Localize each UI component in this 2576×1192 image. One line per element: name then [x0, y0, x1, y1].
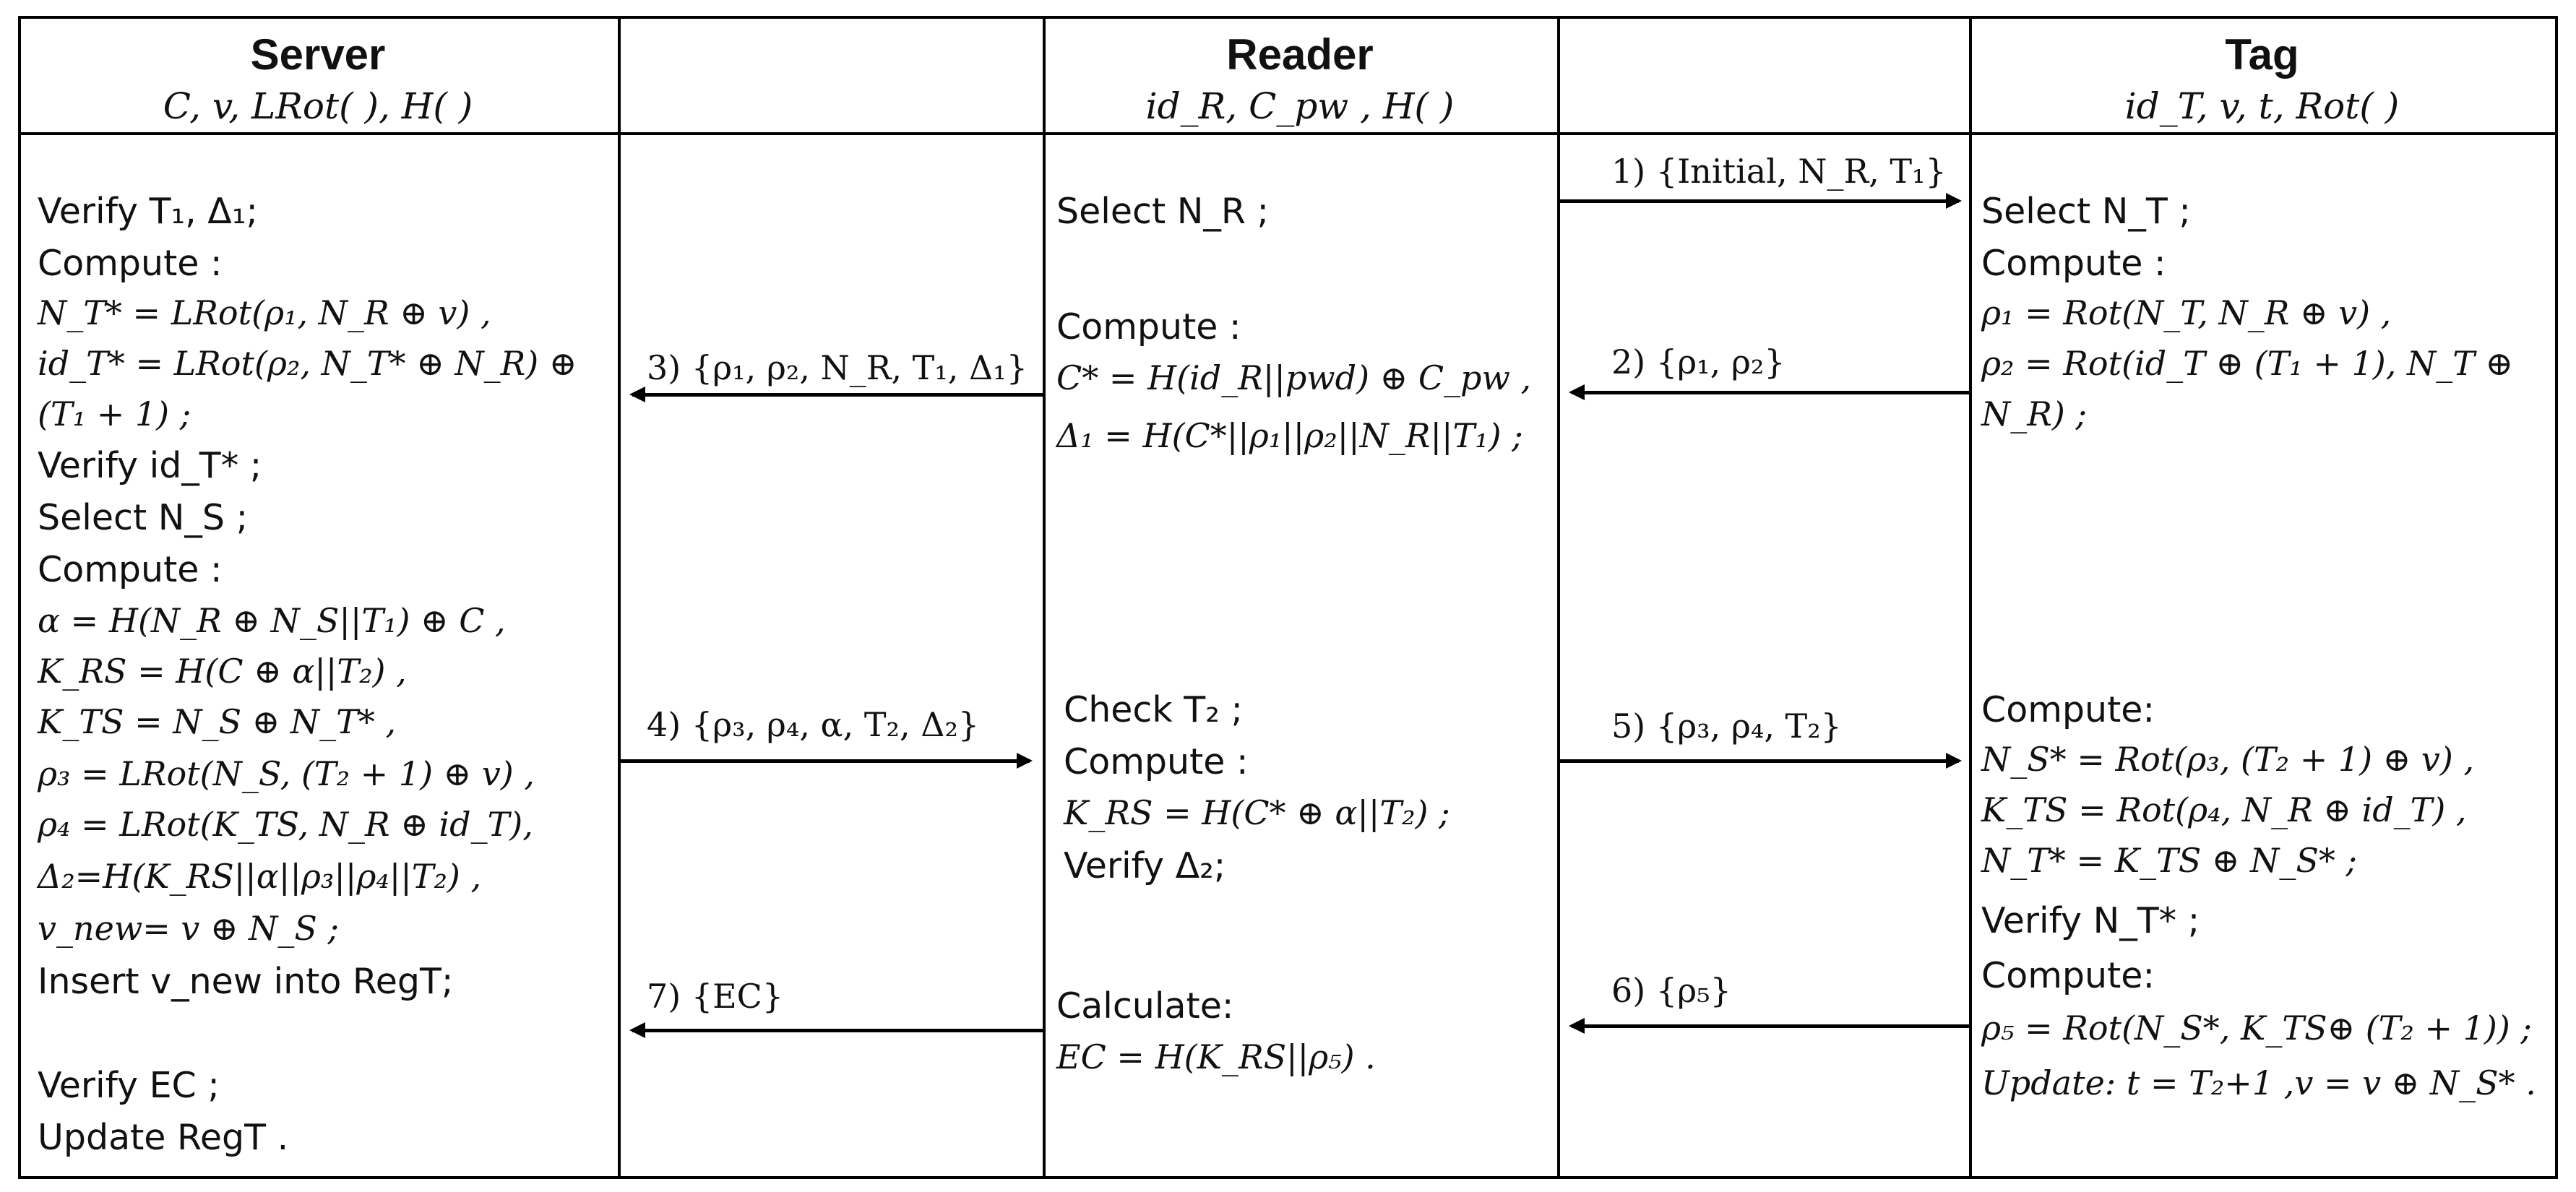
- server-line: Update RegT .: [38, 1117, 289, 1158]
- column-divider-1: [618, 16, 621, 1179]
- right-border: [2555, 16, 2558, 1179]
- server-line: v_new= v ⊕ N_S ;: [38, 909, 340, 948]
- bottom-border: [18, 1176, 2558, 1179]
- message-7-label: 7) {EC}: [647, 977, 784, 1016]
- tag-line: N_R) ;: [1981, 394, 2087, 433]
- top-border: [18, 16, 2558, 19]
- tag-line: ρ₅ = Rot(N_S*, K_TS⊕ (T₂ + 1)) ;: [1981, 1009, 2532, 1048]
- column-divider-4: [1969, 16, 1972, 1179]
- message-5-arrow: [1560, 753, 1962, 769]
- tag-line: ρ₂ = Rot(id_T ⊕ (T₁ + 1), N_T ⊕: [1981, 344, 2514, 383]
- reader-line: Select N_R ;: [1056, 191, 1270, 232]
- server-line: Compute :: [38, 243, 223, 284]
- reader-line: K_RS = H(C* ⊕ α||T₂) ;: [1064, 793, 1450, 832]
- server-line: K_RS = H(C ⊕ α||T₂) ,: [38, 652, 407, 691]
- server-line: Verify EC ;: [38, 1065, 220, 1106]
- tag-header-params: id_T, v, t, Rot( ): [2124, 85, 2400, 127]
- left-border: [18, 16, 21, 1179]
- server-line: α = H(N_R ⊕ N_S||T₁) ⊕ C ,: [38, 601, 506, 640]
- reader-header-params: id_R, C_pw , H( ): [1145, 85, 1455, 127]
- reader-line: Compute :: [1064, 741, 1249, 782]
- tag-line: Update: t = T₂+1 ,v = v ⊕ N_S* .: [1981, 1063, 2536, 1102]
- server-line: ρ₃ = LRot(N_S, (T₂ + 1) ⊕ v) ,: [38, 754, 535, 793]
- tag-line: Compute :: [1981, 243, 2166, 284]
- tag-line: Compute:: [1981, 955, 2155, 996]
- server-line: (T₁ + 1) ;: [38, 394, 191, 433]
- tag-line: Compute:: [1981, 689, 2155, 730]
- tag-line: ρ₁ = Rot(N_T, N_R ⊕ v) ,: [1981, 293, 2392, 332]
- message-6-label: 6) {ρ₅}: [1611, 971, 1731, 1010]
- reader-line: EC = H(K_RS||ρ₅) .: [1056, 1037, 1376, 1076]
- server-line: K_TS = N_S ⊕ N_T* ,: [38, 702, 397, 741]
- tag-header-title: Tag: [2225, 30, 2299, 79]
- reader-line: Compute :: [1056, 306, 1241, 347]
- reader-line: Verify Δ₂;: [1064, 845, 1226, 886]
- server-line: Select N_S ;: [38, 497, 249, 538]
- message-4-label: 4) {ρ₃, ρ₄, α, T₂, Δ₂}: [647, 705, 980, 744]
- server-header-title: Server: [250, 30, 386, 79]
- message-7-arrow: [629, 1022, 1043, 1038]
- message-2-arrow: [1569, 384, 1969, 400]
- server-line: Verify id_T* ;: [38, 445, 262, 486]
- tag-line: Select N_T ;: [1981, 191, 2191, 232]
- message-1-arrow: [1560, 193, 1962, 209]
- column-divider-3: [1557, 16, 1560, 1179]
- message-3-arrow: [629, 386, 1043, 402]
- tag-line: Verify N_T* ;: [1981, 900, 2200, 941]
- message-4-arrow: [621, 753, 1033, 769]
- reader-header-title: Reader: [1226, 30, 1374, 79]
- server-line: N_T* = LRot(ρ₁, N_R ⊕ v) ,: [38, 293, 491, 332]
- tag-line: N_S* = Rot(ρ₃, (T₂ + 1) ⊕ v) ,: [1981, 740, 2475, 779]
- server-line: Δ₂=H(K_RS||α||ρ₃||ρ₄||T₂) ,: [38, 857, 482, 896]
- server-line: Verify T₁, Δ₁;: [38, 191, 258, 232]
- tag-line: N_T* = K_TS ⊕ N_S* ;: [1981, 841, 2357, 880]
- message-5-label: 5) {ρ₃, ρ₄, T₂}: [1611, 707, 1842, 746]
- message-3-label: 3) {ρ₁, ρ₂, N_R, T₁, Δ₁}: [647, 348, 1028, 387]
- reader-line: Calculate:: [1056, 985, 1234, 1027]
- server-line: id_T* = LRot(ρ₂, N_T* ⊕ N_R) ⊕: [38, 344, 577, 383]
- server-header-params: C, v, LRot( ), H( ): [163, 85, 473, 127]
- header-divider: [18, 132, 2558, 135]
- reader-line: Δ₁ = H(C*||ρ₁||ρ₂||N_R||T₁) ;: [1056, 416, 1523, 455]
- tag-line: K_TS = Rot(ρ₄, N_R ⊕ id_T) ,: [1981, 790, 2467, 829]
- server-line: ρ₄ = LRot(K_TS, N_R ⊕ id_T),: [38, 805, 533, 844]
- column-divider-2: [1043, 16, 1046, 1179]
- message-2-label: 2) {ρ₁, ρ₂}: [1611, 342, 1785, 381]
- server-line: Insert v_new into RegT;: [38, 961, 454, 1002]
- message-1-label: 1) {Initial, N_R, T₁}: [1611, 152, 1947, 191]
- reader-line: Check T₂ ;: [1064, 689, 1243, 730]
- message-6-arrow: [1569, 1018, 1969, 1034]
- server-line: Compute :: [38, 549, 223, 590]
- reader-line: C* = H(id_R||pwd) ⊕ C_pw ,: [1056, 358, 1532, 397]
